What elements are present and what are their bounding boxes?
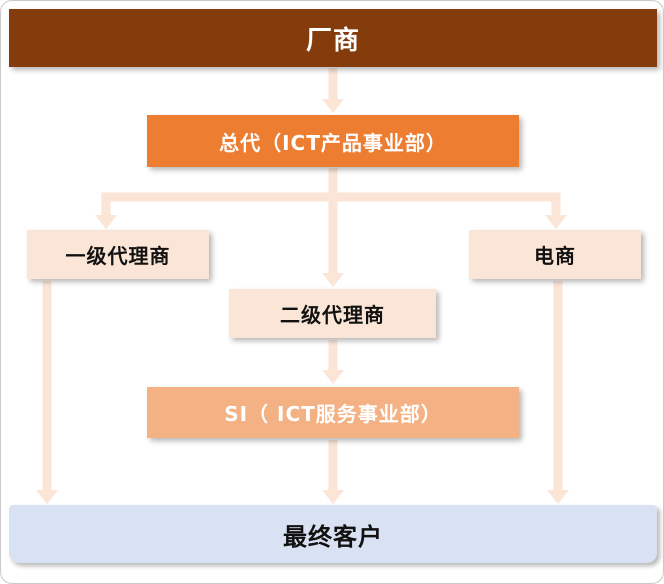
node-tier2-agent-label: 二级代理商 <box>280 303 385 327</box>
arrow-tier1-to-final-customer <box>36 281 58 504</box>
node-ecommerce: 电商 <box>469 230 641 279</box>
node-tier1-agent-label: 一级代理商 <box>65 244 171 268</box>
node-tier2-agent: 二级代理商 <box>229 289 436 338</box>
arrow-branch-to-tier1 <box>95 192 117 229</box>
arrow-ecommerce-to-final-customer <box>547 281 569 504</box>
arrow-si-to-final-customer <box>322 440 344 504</box>
arrow-manufacturer-to-general-agent <box>322 68 344 113</box>
node-general-agent: 总代（ICT产品事业部） <box>147 115 519 167</box>
node-manufacturer: 厂商 <box>9 9 657 67</box>
node-final-customer: 最终客户 <box>9 505 657 563</box>
arrow-tier2-to-si <box>322 340 344 384</box>
arrow-general-agent-to-tier2 <box>322 168 344 287</box>
node-ecommerce-label: 电商 <box>534 244 576 268</box>
node-general-agent-label: 总代（ICT产品事业部） <box>219 130 447 155</box>
node-si: SI（ ICT服务事业部） <box>147 387 519 438</box>
node-manufacturer-label: 厂商 <box>305 25 360 56</box>
node-tier1-agent: 一级代理商 <box>27 230 209 279</box>
node-si-label: SI（ ICT服务事业部） <box>224 402 442 426</box>
arrow-branch-to-ecommerce <box>545 192 567 229</box>
node-final-customer-label: 最终客户 <box>283 522 383 551</box>
